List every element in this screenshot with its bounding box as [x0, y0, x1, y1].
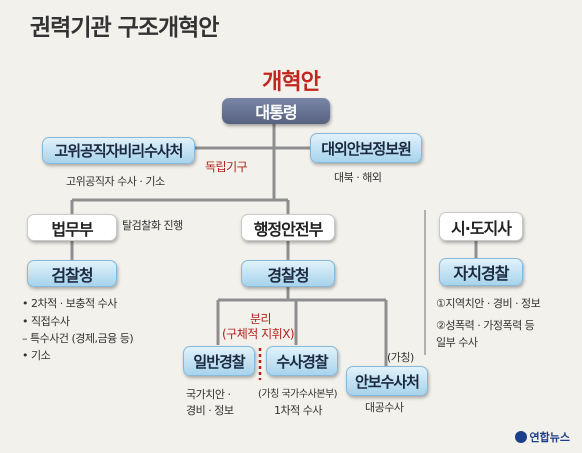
- yonhap-logo: 연합뉴스: [514, 429, 570, 445]
- reform-label: 개혁안: [262, 70, 321, 95]
- general-police-desc-2: 경비 · 정보: [186, 404, 234, 417]
- autonomous-duty-2: ②성폭력 · 가정폭력 등: [436, 319, 535, 332]
- investigative-police-desc-1: (가칭 국가수사본부): [258, 389, 338, 400]
- nis-node: 대외안보정보원: [310, 133, 422, 163]
- yonhap-logo-icon: [514, 431, 527, 443]
- general-police-node: 일반경찰: [183, 346, 255, 376]
- prosecution-duty-2: • 직접수사: [22, 315, 70, 328]
- prosecution-duty-1: • 2차적 · 보충적 수사: [22, 297, 117, 310]
- investigative-police-desc-2: 1차적 수사: [274, 404, 322, 417]
- security-investigation-node: 안보수사처: [346, 366, 428, 396]
- page-title: 권력기관 구조개혁안: [30, 15, 219, 41]
- independent-label: 독립기구: [205, 160, 248, 174]
- autonomous-duty-3: 일부 수사: [436, 336, 478, 349]
- investigative-police-node: 수사경찰: [266, 346, 338, 376]
- justice-note: 탈검찰화 진행: [122, 219, 183, 232]
- interior-node: 행정안전부: [241, 214, 335, 241]
- autonomous-police-node: 자치경찰: [439, 258, 523, 286]
- president-node: 대통령: [222, 98, 330, 124]
- security-investigation-desc: 대공수사: [365, 401, 404, 414]
- cio-node: 고위공직자비리수사처: [42, 137, 195, 164]
- prosecution-duty-3: – 특수사건 (경제,금융 등): [22, 332, 134, 345]
- police-node: 경찰청: [241, 260, 335, 287]
- justice-node: 법무부: [27, 214, 117, 241]
- nis-description: 대북 · 해외: [334, 171, 382, 184]
- prosecution-node: 검찰청: [27, 260, 117, 287]
- yonhap-logo-text: 연합뉴스: [529, 431, 570, 444]
- prosecution-duty-4: • 기소: [22, 349, 51, 362]
- governor-node: 시·도지사: [439, 212, 523, 241]
- tentative-label: (가칭): [387, 351, 414, 364]
- separation-label: 분리: [250, 312, 272, 326]
- autonomous-duty-1: ①지역치안 · 경비 · 정보: [436, 297, 541, 310]
- cio-description: 고위공직자 수사 · 기소: [66, 175, 165, 188]
- general-police-desc-1: 국가치안 ·: [186, 388, 231, 401]
- separation-sublabel: (구체적 지휘X): [222, 327, 295, 341]
